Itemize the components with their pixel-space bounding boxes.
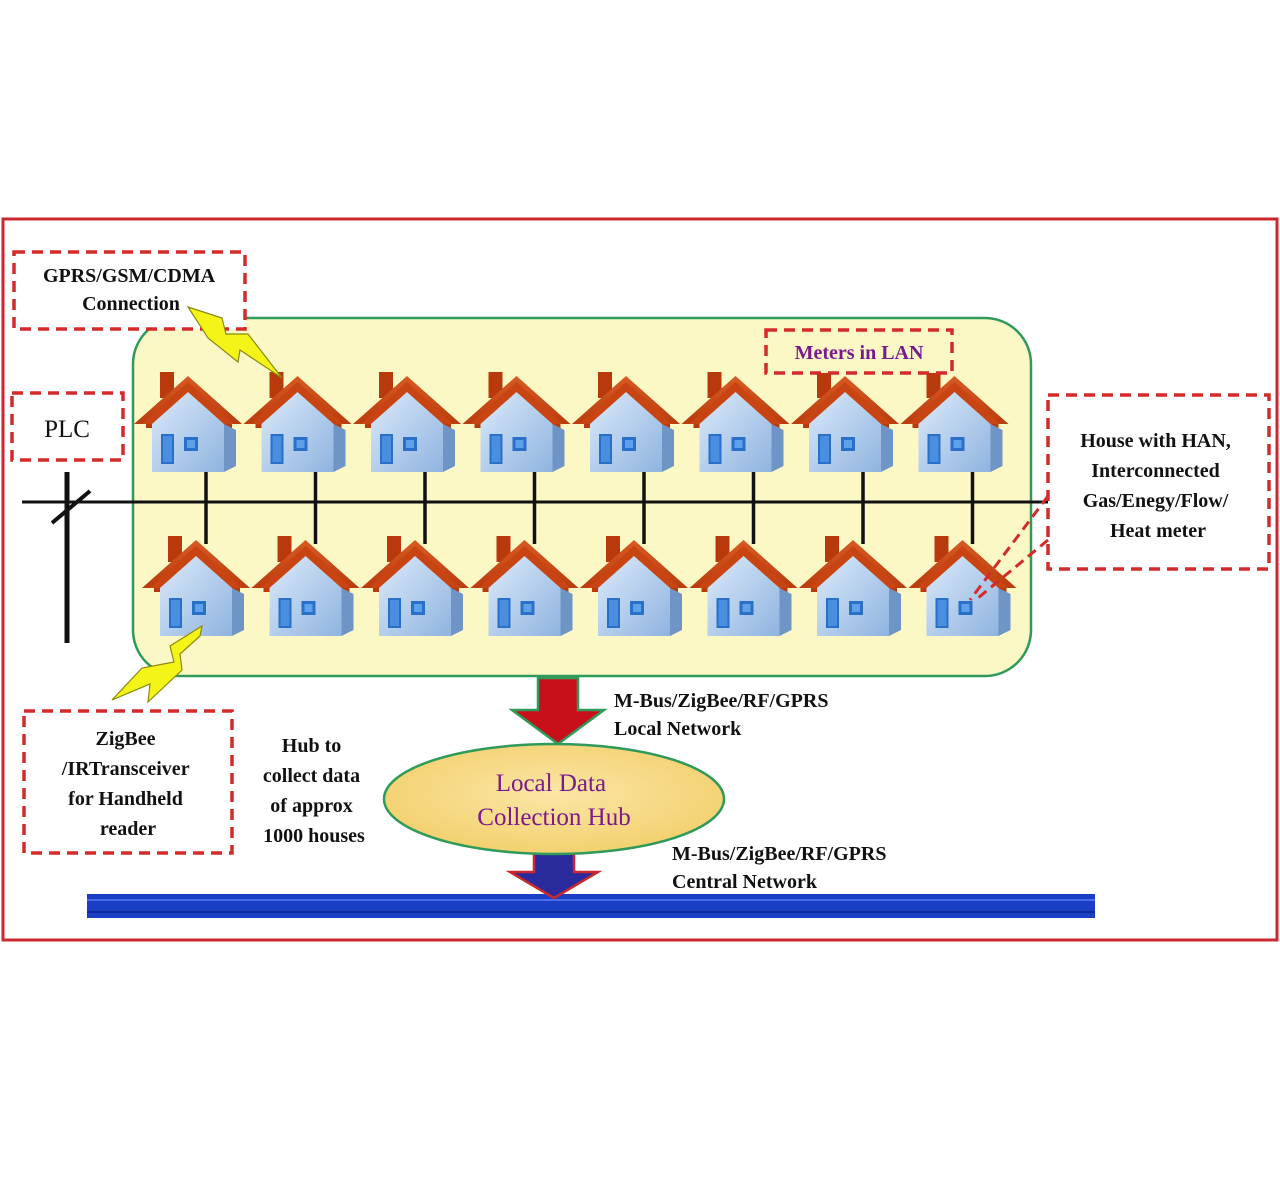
zigbee-line1: ZigBee (96, 728, 156, 750)
central-network-line2: Central Network (672, 871, 818, 893)
meters-in-lan-label: Meters in LAN (795, 342, 924, 364)
han-pointer-line-1 (968, 495, 1050, 601)
central-network-line1: M-Bus/ZigBee/RF/GPRS (672, 843, 886, 865)
house-han-line4: Heat meter (1110, 520, 1206, 542)
house-connectors (204, 470, 975, 544)
zigbee-transceiver-box (22, 709, 234, 855)
gprs-label-line1: GPRS/GSM/CDMA (43, 265, 216, 287)
lightning-bolt-zigbee-icon (111, 624, 203, 704)
zigbee-line4: reader (100, 818, 156, 840)
hub-note-line2: collect data (263, 765, 360, 787)
zigbee-line3: for Handheld (68, 788, 183, 810)
meters-in-lan-box (764, 328, 954, 375)
house-han-line1: House with HAN, (1080, 430, 1231, 452)
hub-label-line1: Local Data (496, 770, 606, 797)
house-han-box (1046, 393, 1271, 571)
svg-text:Local Data Collection Hub: Local Data Collection Hub (477, 770, 630, 831)
svg-text:M-Bus/ZigBee/RF/GPRS Local: M-Bus/ZigBee/RF/GPRS Local Network (614, 690, 833, 740)
hub-note-line1: Hub to (282, 735, 341, 757)
house-han-line3: Gas/Enegy/Flow/ (1083, 490, 1229, 512)
house-han-line2: Interconnected (1091, 460, 1220, 482)
hub-label-line2: Collection Hub (477, 804, 630, 831)
local-data-collection-hub (382, 742, 726, 856)
local-network-line2: Local Network (614, 718, 742, 740)
svg-text:Hub to collect data of: Hub to collect data of approx 1000 house… (263, 735, 365, 847)
zigbee-line2: /IRTransceiver (61, 758, 190, 780)
svg-text:GPRS/GSM/CDMA Connection: GPRS/GSM/CDMA Connection (43, 265, 219, 315)
central-bus-line (87, 894, 1095, 918)
local-network-line1: M-Bus/ZigBee/RF/GPRS (614, 690, 828, 712)
svg-text:M-Bus/ZigBee/RF/GPRS Centr: M-Bus/ZigBee/RF/GPRS Central Network (672, 843, 891, 893)
gprs-label-line2: Connection (82, 293, 180, 315)
local-network-arrow (508, 676, 608, 746)
svg-text:ZigBee /IRTransceiver: ZigBee /IRTransceiver for Handheld reade… (61, 728, 194, 840)
plc-box (10, 391, 125, 462)
lightning-bolt-gprs-icon (186, 305, 283, 379)
plc-label: PLC (44, 416, 90, 443)
svg-text:House with HAN, Interconne: House with HAN, Interconnected Gas/Enegy… (1080, 430, 1236, 542)
hub-note-line3: of approx (270, 795, 352, 817)
hub-note-line4: 1000 houses (263, 825, 365, 847)
